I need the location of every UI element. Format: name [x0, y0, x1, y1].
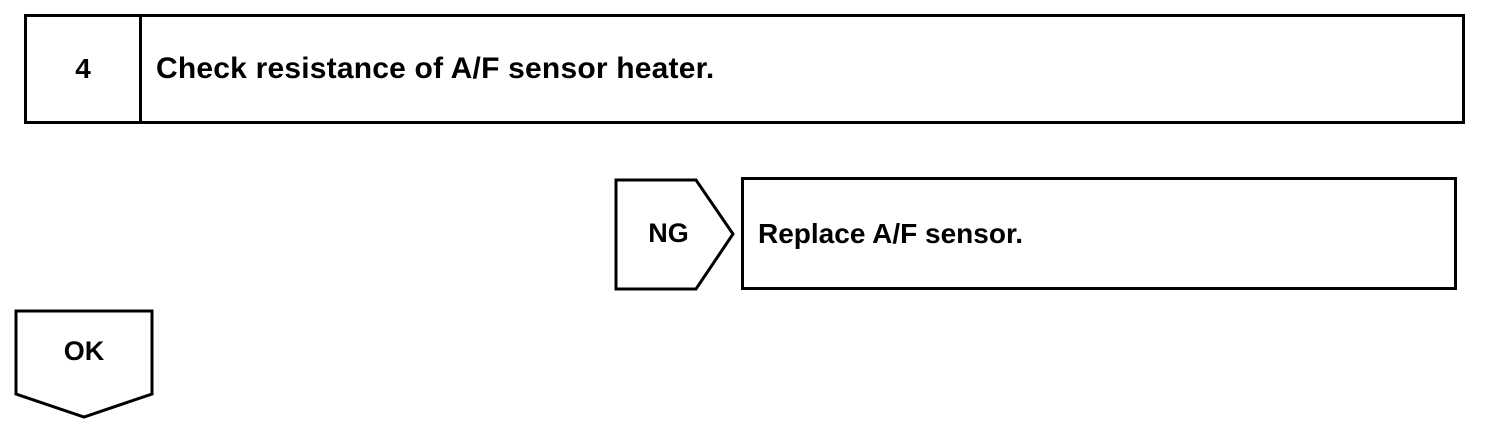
- ok-label: OK: [63, 336, 105, 366]
- ng-label: NG: [648, 218, 689, 248]
- ng-action-text: Replace A/F sensor.: [758, 217, 1024, 249]
- step-title: Check resistance of A/F sensor heater.: [156, 52, 715, 85]
- ng-arrow-tag: [614, 178, 735, 291]
- ng-action-box: Replace A/F sensor.: [741, 177, 1457, 290]
- ok-arrow-tag: [14, 309, 154, 419]
- step-box: 4 Check resistance of A/F sensor heater.: [24, 14, 1465, 124]
- step-number: 4: [27, 17, 142, 121]
